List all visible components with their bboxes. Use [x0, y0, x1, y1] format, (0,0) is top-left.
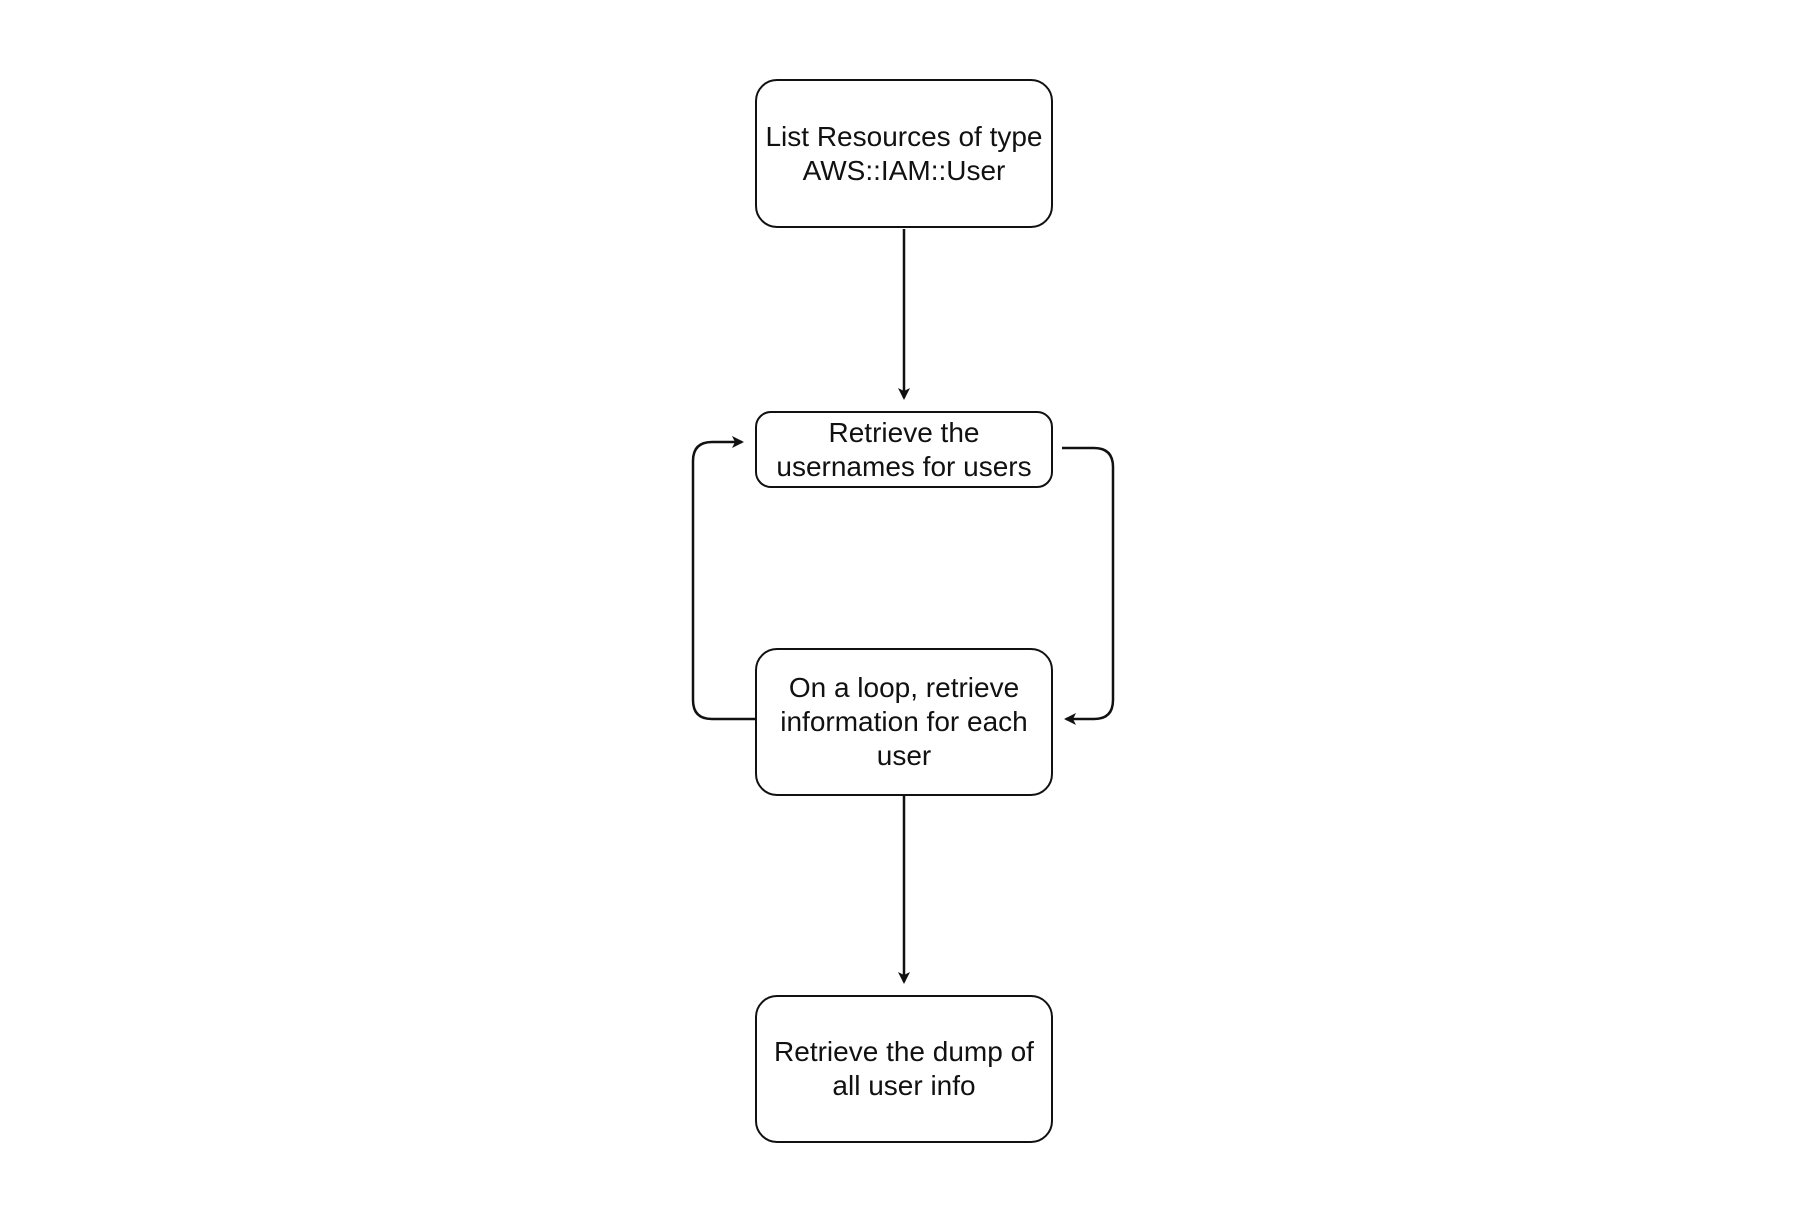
list-resources-node: List Resources of type AWS::IAM::User [755, 79, 1053, 228]
arrow-loop-to-usernames [691, 436, 755, 721]
retrieve-usernames-node: Retrieve the usernames for users [755, 411, 1053, 488]
retrieve-dump-node: Retrieve the dump of all user info [755, 995, 1053, 1143]
arrow-usernames-to-loop [1062, 446, 1115, 725]
loop-retrieve-info-node: On a loop, retrieve information for each… [755, 648, 1053, 796]
